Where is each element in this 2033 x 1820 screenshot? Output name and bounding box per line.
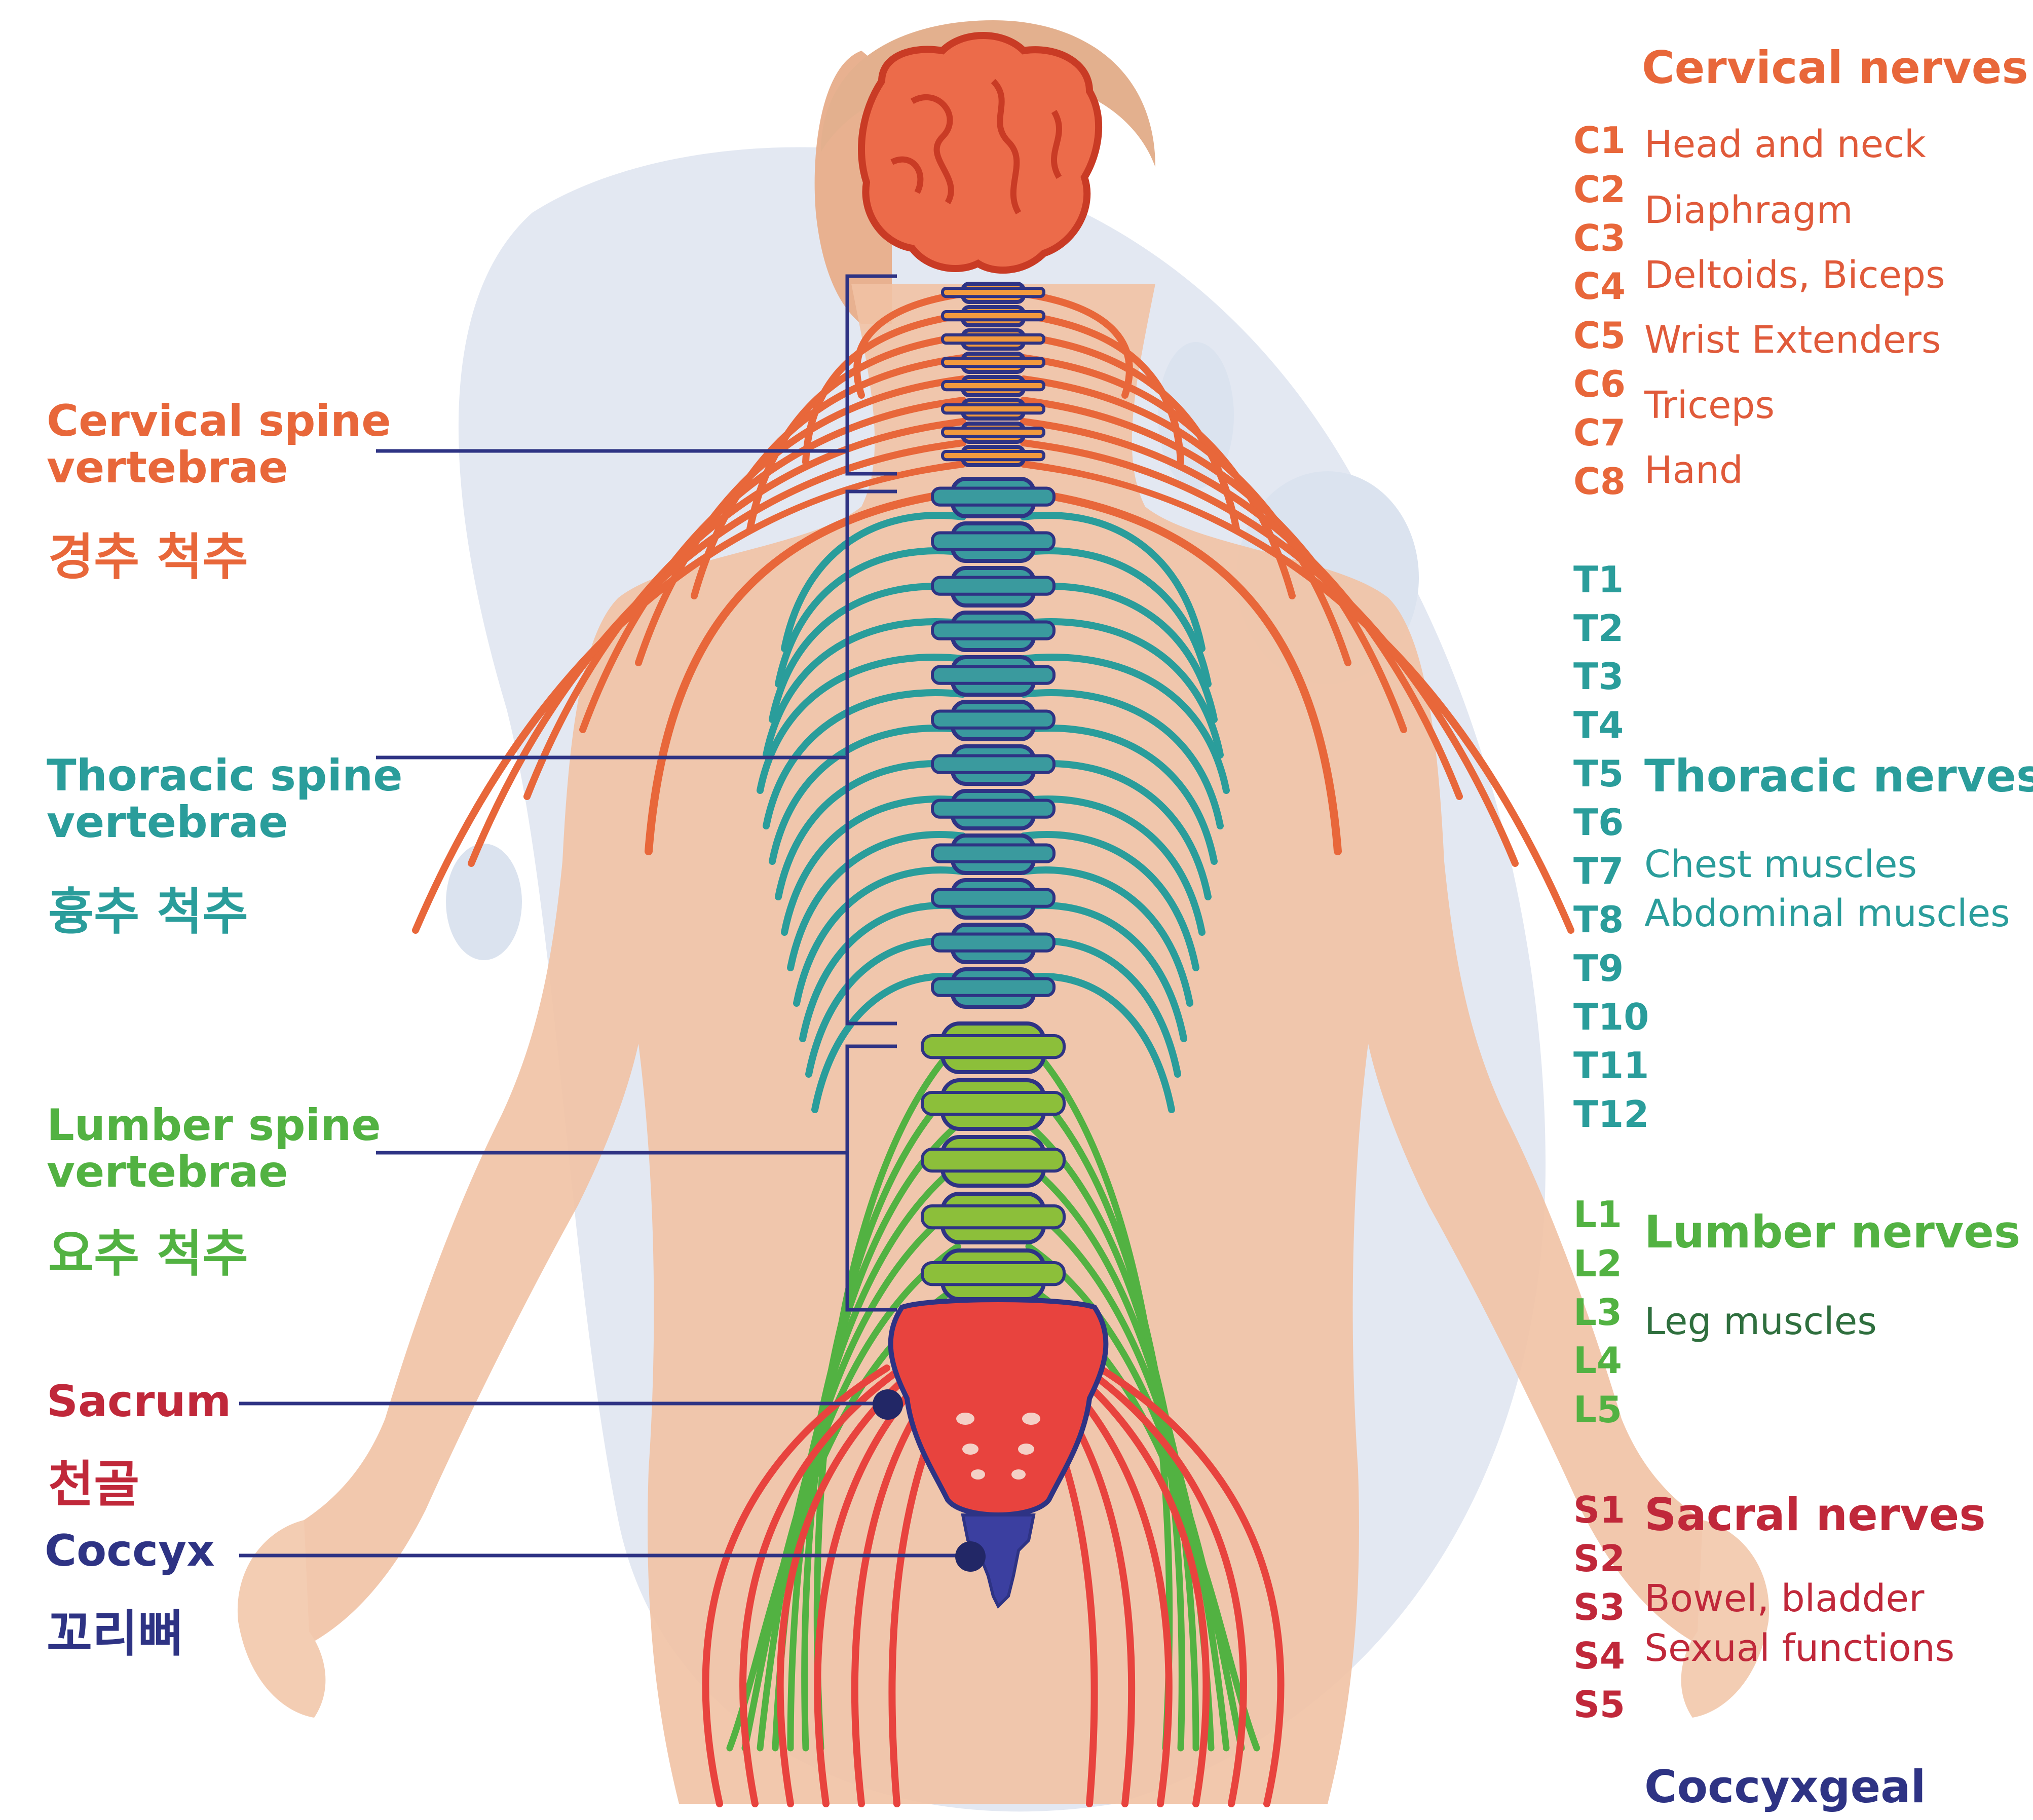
- code-c2: C2: [1573, 168, 1626, 211]
- sacrum-label: Sacrum: [47, 1378, 231, 1425]
- code-t2: T2: [1573, 607, 1624, 650]
- cervical-vertebra-process: [943, 428, 1044, 436]
- code-l1: L1: [1573, 1193, 1622, 1236]
- code-t4: T4: [1573, 704, 1624, 746]
- lumbar-spine-korean-label: 요추 척추: [48, 1214, 248, 1285]
- thoracic-vertebra-process: [932, 845, 1054, 862]
- coccyx-label: Coccyx: [45, 1528, 215, 1574]
- function-abdominal-muscles: Abdominal muscles: [1644, 892, 2010, 935]
- cervical-spine-label-line2: vertebrae: [47, 444, 391, 491]
- code-t7: T7: [1573, 850, 1624, 892]
- thoracic-spine-label-line1: Thoracic spine: [47, 752, 403, 799]
- code-s3: S3: [1573, 1586, 1625, 1628]
- thoracic-vertebra-process: [932, 890, 1054, 906]
- lumbar-vertebra-process: [922, 1149, 1064, 1171]
- code-t5: T5: [1573, 752, 1624, 795]
- code-l3: L3: [1573, 1291, 1622, 1334]
- thoracic-vertebra-process: [932, 667, 1054, 684]
- lumbar-nerves-title: Lumber nerves: [1644, 1206, 2020, 1258]
- function-diaphragm: Diaphragm: [1644, 188, 1853, 232]
- function-wrist-extenders: Wrist Extenders: [1644, 318, 1941, 362]
- cervical-vertebra-process: [943, 335, 1044, 343]
- function-leg-muscles: Leg muscles: [1644, 1300, 1877, 1343]
- code-l4: L4: [1573, 1339, 1622, 1382]
- thoracic-vertebra-process: [932, 488, 1054, 505]
- code-c7: C7: [1573, 411, 1626, 454]
- code-t8: T8: [1573, 898, 1624, 941]
- function-triceps: Triceps: [1644, 384, 1775, 427]
- code-t6: T6: [1573, 801, 1624, 844]
- code-t11: T11: [1573, 1044, 1649, 1087]
- function-hand: Hand: [1644, 448, 1743, 492]
- code-c1: C1: [1573, 119, 1626, 162]
- function-sexual-functions: Sexual functions: [1644, 1626, 1954, 1670]
- code-t10: T10: [1573, 996, 1649, 1038]
- code-c6: C6: [1573, 363, 1626, 405]
- thoracic-vertebra-process: [932, 756, 1054, 773]
- code-t12: T12: [1573, 1093, 1649, 1135]
- cervical-vertebra-process: [943, 451, 1044, 460]
- thoracic-vertebra-process: [932, 801, 1054, 817]
- code-t3: T3: [1573, 655, 1624, 698]
- lumbar-vertebra-process: [922, 1092, 1064, 1114]
- cervical-vertebra-process: [943, 312, 1044, 320]
- code-c8: C8: [1573, 460, 1626, 503]
- cervical-spine-label-line1: Cervical spine: [47, 398, 391, 444]
- code-t1: T1: [1573, 558, 1624, 601]
- cervical-vertebra-process: [943, 382, 1044, 390]
- brain-icon: [861, 35, 1099, 270]
- thoracic-vertebra-process: [932, 578, 1054, 594]
- background-blob-small: [446, 844, 522, 960]
- code-s4: S4: [1573, 1635, 1625, 1677]
- thoracic-vertebra-process: [932, 711, 1054, 728]
- lumbar-spine-label: Lumber spine vertebrae: [47, 1102, 381, 1195]
- code-l2: L2: [1573, 1242, 1622, 1285]
- code-c5: C5: [1573, 314, 1626, 357]
- function-deltoids-biceps: Deltoids, Biceps: [1644, 253, 1945, 297]
- code-c4: C4: [1573, 265, 1626, 308]
- coccyx-korean-label: 꼬리뼈: [47, 1594, 183, 1665]
- cervical-spine-korean-label: 경추 척추: [48, 517, 248, 589]
- lumbar-spine-label-line1: Lumber spine: [47, 1102, 381, 1149]
- lumbar-vertebra-process: [922, 1263, 1064, 1284]
- thoracic-spine-label-line2: vertebrae: [47, 799, 403, 846]
- thoracic-vertebra-process: [932, 533, 1054, 550]
- sacrum-pointer-dot: [873, 1389, 903, 1420]
- cervical-nerves-title: Cervical nerves: [1642, 42, 2028, 94]
- cervical-spine-label: Cervical spine vertebrae: [47, 398, 391, 491]
- thoracic-spine-label: Thoracic spine vertebrae: [47, 752, 403, 846]
- coccygeal-title: Coccyxgeal: [1644, 1761, 1926, 1813]
- code-s2: S2: [1573, 1537, 1625, 1580]
- cervical-vertebra-process: [943, 358, 1044, 366]
- function-bowel-bladder: Bowel, bladder: [1644, 1577, 1924, 1620]
- lumbar-vertebra-process: [922, 1206, 1064, 1228]
- cervical-vertebra-process: [943, 405, 1044, 413]
- thoracic-nerves-title: Thoracic nerves: [1644, 750, 2033, 802]
- function-head-neck: Head and neck: [1644, 123, 1926, 166]
- thoracic-vertebra-process: [932, 979, 1054, 996]
- code-s5: S5: [1573, 1683, 1625, 1726]
- sacral-nerves-title: Sacral nerves: [1644, 1489, 1986, 1541]
- thoracic-vertebra-process: [932, 934, 1054, 951]
- code-c3: C3: [1573, 217, 1626, 259]
- coccyx-pointer-dot: [955, 1541, 986, 1572]
- function-chest-muscles: Chest muscles: [1644, 843, 1917, 886]
- code-t9: T9: [1573, 947, 1624, 990]
- sacrum-korean-label: 천골: [48, 1444, 139, 1516]
- code-s1: S1: [1573, 1489, 1625, 1531]
- thoracic-spine-korean-label: 흉추 척추: [48, 871, 248, 943]
- code-l5: L5: [1573, 1388, 1622, 1431]
- cervical-vertebra-process: [943, 288, 1044, 296]
- lumbar-vertebra-process: [922, 1036, 1064, 1057]
- thoracic-vertebra-process: [932, 622, 1054, 639]
- lumbar-spine-label-line2: vertebrae: [47, 1149, 381, 1195]
